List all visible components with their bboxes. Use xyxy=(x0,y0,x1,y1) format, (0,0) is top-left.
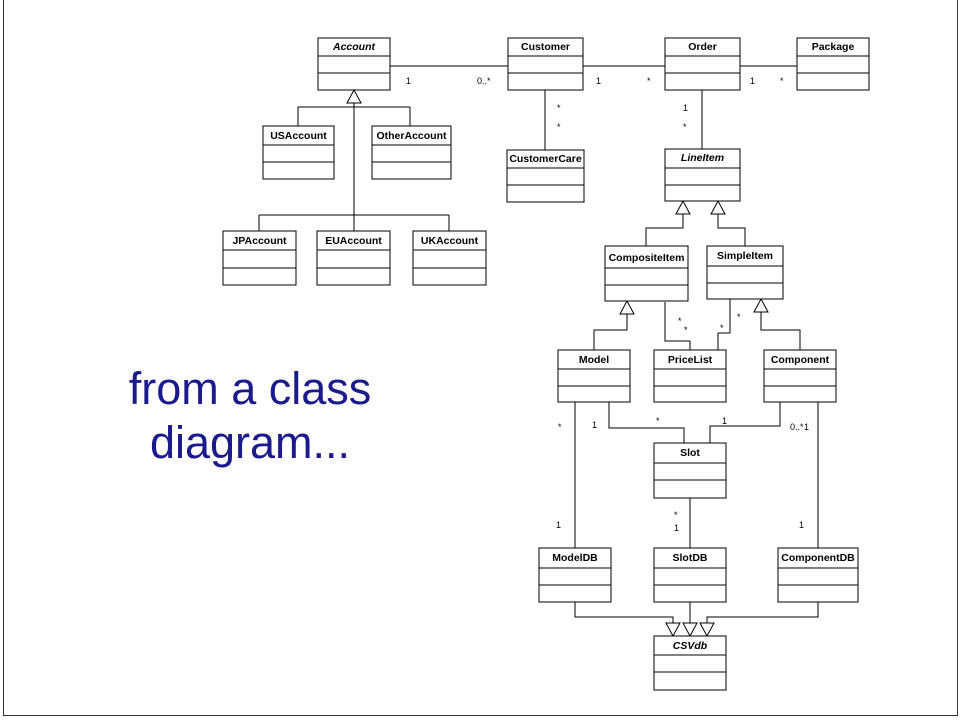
triangle-csvdb-right xyxy=(699,622,715,638)
slide-frame xyxy=(3,0,958,716)
multiplicity-label: 1 xyxy=(804,422,809,432)
triangle-account xyxy=(346,88,362,104)
gen-simpleitem xyxy=(717,214,746,246)
class-lineitem: LineItem xyxy=(664,148,741,202)
class-pricelist: PriceList xyxy=(653,349,727,403)
class-name: Model xyxy=(579,354,609,366)
class-slotdb: SlotDB xyxy=(653,547,727,603)
gen-compositeitem xyxy=(645,214,684,246)
class-name: Slot xyxy=(680,447,700,459)
class-name: Order xyxy=(688,41,717,53)
class-package: Package xyxy=(796,37,870,91)
class-name: OtherAccount xyxy=(376,130,447,142)
class-customercare: CustomerCare xyxy=(506,149,585,203)
multiplicity-label: 1 xyxy=(596,76,601,86)
triangle-csvdb-mid xyxy=(682,622,698,638)
multiplicity-label: 1 xyxy=(683,103,688,113)
gen-model xyxy=(593,314,628,350)
class-ukaccount: UKAccount xyxy=(412,230,487,286)
gen-component xyxy=(760,312,801,350)
triangle-simpleitem xyxy=(753,297,769,313)
multiplicity-label: 1 xyxy=(556,520,561,530)
triangle-lineitem-right xyxy=(710,199,726,215)
triangle-csvdb-left xyxy=(665,622,681,638)
multiplicity-label: * xyxy=(557,122,561,132)
caption-line-1: from a class xyxy=(128,363,372,414)
class-jpaccount: JPAccount xyxy=(222,230,297,286)
multiplicity-label: 0..* xyxy=(790,422,804,432)
class-name: CompositeItem xyxy=(609,252,685,264)
class-otheraccount: OtherAccount xyxy=(371,125,452,180)
class-name: CSVdb xyxy=(673,640,708,652)
multiplicity-labels: 1 0..* 1 * 1 * * * 1 * * * * * * 1 * 1 0… xyxy=(406,76,809,533)
connector-lines xyxy=(258,65,819,625)
triangle-compositeitem xyxy=(619,299,635,315)
class-customer: Customer xyxy=(507,37,584,91)
class-name: PriceList xyxy=(668,354,713,366)
assoc-component-slot xyxy=(709,402,781,443)
class-name: USAccount xyxy=(270,130,327,142)
class-euaccount: EUAccount xyxy=(316,230,391,286)
triangle-lineitem-left xyxy=(675,199,691,215)
gen-componentdb-csvdb xyxy=(706,602,819,625)
class-simpleitem: SimpleItem xyxy=(706,245,784,300)
multiplicity-label: * xyxy=(683,122,687,132)
class-csvdb: CSVdb xyxy=(653,635,727,691)
multiplicity-label: * xyxy=(656,416,660,426)
assoc-simple-pricelist xyxy=(717,299,731,350)
class-compositeitem: CompositeItem xyxy=(604,245,689,302)
class-name: SimpleItem xyxy=(717,250,773,262)
multiplicity-label: * xyxy=(737,312,741,322)
multiplicity-label: 1 xyxy=(406,76,411,86)
class-usaccount: USAccount xyxy=(262,125,335,180)
multiplicity-label: 1 xyxy=(750,76,755,86)
class-componentdb: ComponentDB xyxy=(777,547,859,603)
class-slot: Slot xyxy=(653,442,727,499)
multiplicity-label: * xyxy=(780,76,784,86)
multiplicity-label: 1 xyxy=(592,420,597,430)
class-name: SlotDB xyxy=(673,552,708,564)
class-modeldb: ModelDB xyxy=(538,547,612,603)
class-name: EUAccount xyxy=(325,235,382,247)
generalization-arrows xyxy=(346,88,769,638)
class-name: LineItem xyxy=(681,152,724,164)
class-component: Component xyxy=(763,349,837,403)
multiplicity-label: * xyxy=(720,323,724,333)
class-name: CustomerCare xyxy=(509,153,582,165)
class-order: Order xyxy=(664,37,741,91)
slide-caption: from a class diagram... xyxy=(100,362,400,470)
multiplicity-label: 1 xyxy=(674,523,679,533)
multiplicity-label: 1 xyxy=(799,520,804,530)
assoc-composite-pricelist xyxy=(664,302,691,350)
multiplicity-label: * xyxy=(558,422,562,432)
class-name: Package xyxy=(812,41,855,53)
multiplicity-label: 1 xyxy=(722,416,727,426)
caption-line-2: diagram... xyxy=(149,417,351,468)
class-name: Customer xyxy=(521,41,570,53)
multiplicity-label: * xyxy=(557,103,561,113)
class-name: ModelDB xyxy=(552,552,598,564)
class-model: Model xyxy=(557,349,631,403)
multiplicity-label: * xyxy=(647,76,651,86)
multiplicity-label: * xyxy=(674,510,678,520)
class-account: Account xyxy=(317,37,391,91)
class-name: Account xyxy=(332,41,376,53)
class-name: Component xyxy=(771,354,830,366)
multiplicity-label: * xyxy=(678,316,682,326)
gen-modeldb-csvdb xyxy=(574,602,674,625)
multiplicity-label: 0..* xyxy=(477,76,491,86)
class-name: ComponentDB xyxy=(781,552,855,564)
multiplicity-label: * xyxy=(684,325,688,335)
class-name: UKAccount xyxy=(421,235,479,247)
class-name: JPAccount xyxy=(232,235,287,247)
assoc-model-slot xyxy=(608,402,685,443)
